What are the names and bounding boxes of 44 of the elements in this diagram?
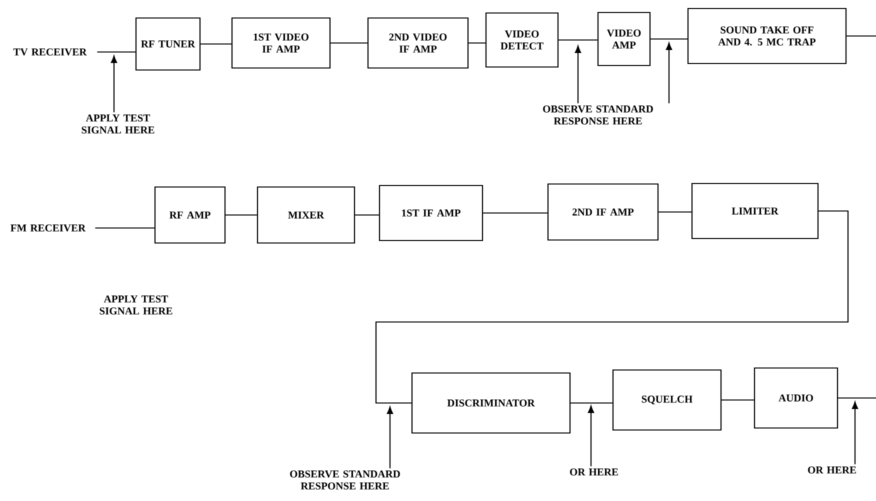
process-box: AUDIO (754, 367, 838, 429)
connector-line (468, 42, 486, 44)
arrow (574, 46, 582, 104)
process-box: SOUND TAKE OFF AND 4. 5 MC TRAP (687, 8, 847, 64)
arrow (588, 406, 594, 466)
note-text: OBSERVE STANDARD RESPONSE HERE (290, 470, 400, 490)
note-text: OR HERE (570, 468, 618, 476)
connector-line (846, 35, 876, 37)
process-box: VIDEO DETECT (485, 12, 559, 68)
process-box: RF TUNER (135, 17, 201, 71)
note-text: OR HERE (808, 466, 856, 474)
note-text: OBSERVE STANDARD RESPONSE HERE (543, 105, 653, 125)
process-box: RF AMP (154, 186, 226, 244)
process-box: 2ND IF AMP (547, 183, 659, 241)
connector-line (722, 399, 754, 401)
connector-line (97, 51, 136, 53)
connector-line (570, 402, 612, 404)
connector-line (226, 214, 257, 216)
arrow (110, 56, 118, 112)
process-box: SQUELCH (612, 369, 722, 431)
process-box: MIXER (256, 186, 356, 244)
connector-line (375, 210, 849, 404)
arrow (666, 42, 672, 104)
connector-line (650, 38, 688, 40)
note-text: TV RECEIVER (13, 48, 87, 56)
connector-line (558, 39, 598, 41)
process-box: 2ND VIDEO IF AMP (367, 17, 469, 69)
arrow (386, 406, 394, 468)
connector-line (483, 212, 548, 214)
process-box: VIDEO AMP (597, 12, 651, 66)
connector-line (355, 214, 379, 216)
process-box: LIMITER (691, 182, 819, 240)
connector-line (330, 42, 368, 44)
connector-line (838, 397, 876, 399)
process-box: 1ST IF AMP (378, 184, 484, 242)
note-text: FM RECEIVER (10, 224, 86, 232)
process-box: 1ST VIDEO IF AMP (231, 17, 331, 69)
connector-line (200, 43, 232, 45)
note-text: APPLY TEST SIGNAL HERE (82, 114, 154, 134)
note-text: APPLY TEST SIGNAL HERE (100, 295, 172, 315)
connector-line (95, 227, 154, 229)
process-box: DISCRIMINATOR (411, 372, 571, 434)
arrow (852, 402, 858, 464)
connector-line (658, 211, 692, 213)
